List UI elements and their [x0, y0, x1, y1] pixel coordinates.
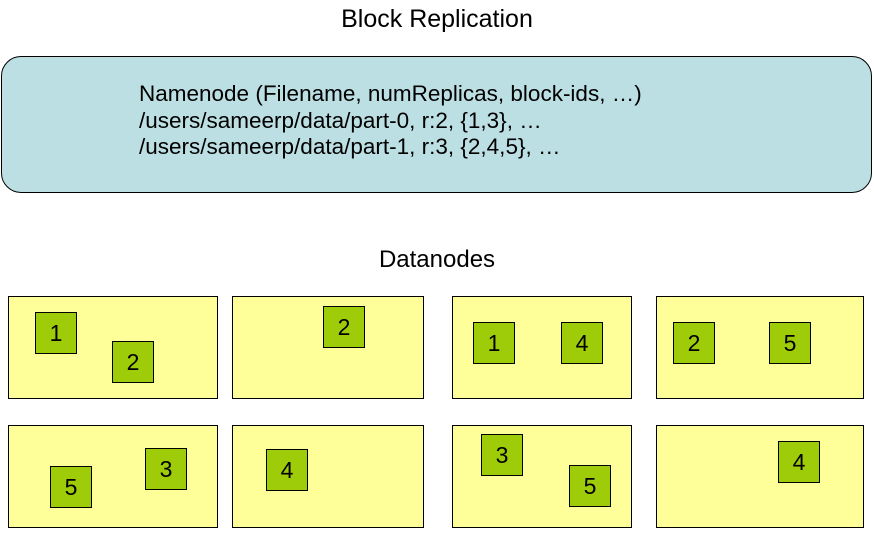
- datanode-2: 2: [232, 296, 424, 399]
- namenode-box: Namenode (Filename, numReplicas, block-i…: [1, 56, 872, 193]
- namenode-line-part-0: /users/sameerp/data/part-0, r:2, {1,3}, …: [139, 107, 542, 133]
- block-replica: 5: [569, 465, 611, 507]
- block-replica: 5: [769, 322, 811, 364]
- block-replica: 2: [673, 322, 715, 364]
- datanode-6: 4: [232, 425, 424, 528]
- block-replica: 1: [473, 322, 515, 364]
- block-replica: 3: [481, 434, 523, 476]
- datanode-8: 4: [656, 425, 864, 528]
- block-replica: 4: [778, 441, 820, 483]
- namenode-text-block: Namenode (Filename, numReplicas, block-i…: [139, 81, 839, 161]
- datanodes-section-label: Datanodes: [378, 246, 496, 273]
- block-replica: 5: [50, 466, 92, 508]
- namenode-line-part-1: /users/sameerp/data/part-1, r:3, {2,4,5}…: [139, 134, 561, 159]
- block-replica: 1: [35, 312, 77, 354]
- block-replica: 4: [561, 322, 603, 364]
- namenode-line-header: Namenode (Filename, numReplicas, block-i…: [139, 81, 642, 106]
- block-replica: 4: [266, 449, 308, 491]
- block-replica: 2: [112, 341, 154, 383]
- block-replica: 3: [145, 448, 187, 490]
- page-title: Block Replication: [341, 5, 533, 33]
- block-replica: 2: [323, 306, 365, 348]
